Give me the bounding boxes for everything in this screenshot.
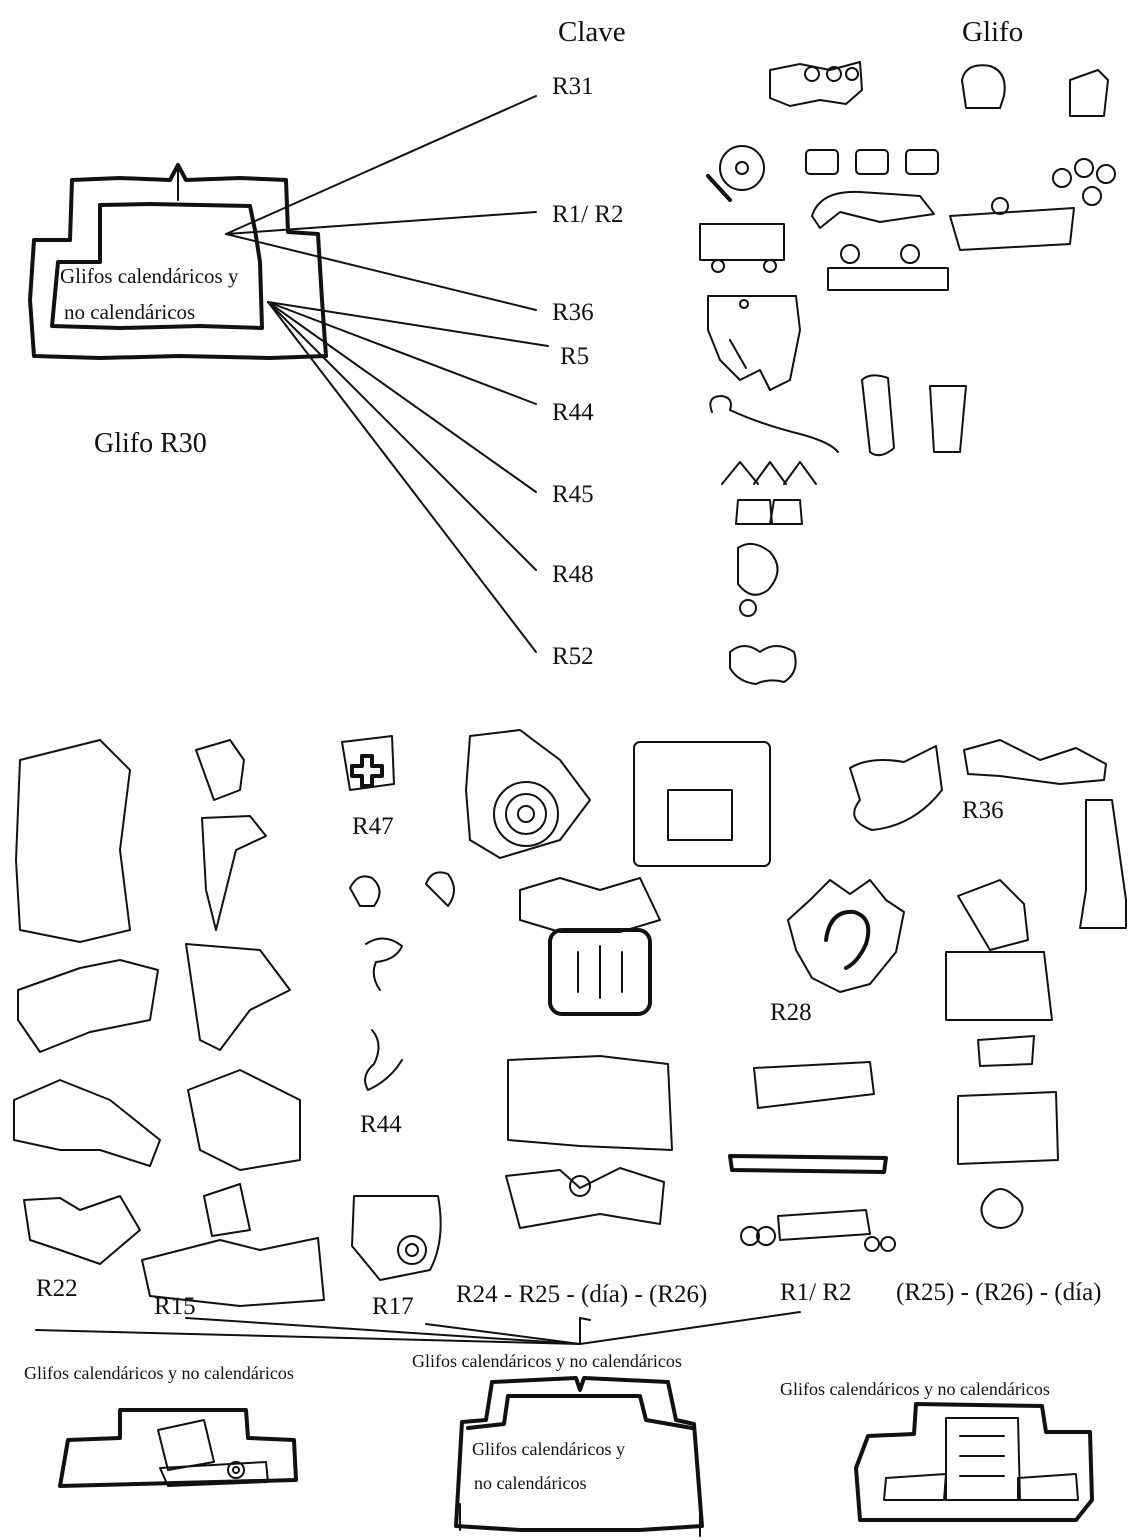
connector-lines-top — [225, 95, 549, 653]
glyph-lower-column-1 — [13, 739, 161, 1265]
glyph-lower-column-3 — [341, 735, 455, 1281]
bottom-center-inner-line1: Glifos calendáricos y — [472, 1439, 625, 1459]
label-r25-group: (R25) - (R26) - (día) — [896, 1279, 1102, 1306]
label-r24-group: R24 - R25 - (día) - (R26) — [456, 1281, 708, 1308]
glyph-lower-center — [465, 729, 771, 1229]
label-r22: R22 — [36, 1275, 78, 1302]
label-r28: R28 — [770, 999, 812, 1026]
bottom-glyph-right — [854, 1402, 1094, 1522]
key-code-r45: R45 — [552, 481, 594, 508]
glyph-r36-sketches — [699, 223, 949, 291]
glyph-r1r2-sketches — [706, 145, 1116, 251]
glyph-r52-sketch — [729, 645, 797, 685]
glyph-lower-column-2 — [141, 739, 325, 1307]
header-glifo: Glifo — [962, 16, 1024, 48]
label-r15: R15 — [154, 1293, 196, 1320]
glyph-r48-sketch — [737, 542, 779, 617]
bottom-glyph-left — [58, 1408, 298, 1488]
key-code-r44: R44 — [552, 399, 594, 426]
r30-inner-text-line1: Glifos calendáricos y — [60, 264, 239, 288]
glyph-r5-sketch — [707, 295, 801, 391]
key-code-r5: R5 — [560, 343, 590, 370]
r30-inner-text-line2: no calendáricos — [64, 300, 196, 324]
label-r44-lower: R44 — [360, 1111, 402, 1138]
key-code-r36: R36 — [552, 299, 594, 326]
key-code-r31: R31 — [552, 73, 594, 100]
bottom-center-caption: Glifos calendáricos y no calendáricos — [412, 1351, 682, 1371]
key-code-r52: R52 — [552, 643, 594, 670]
label-r36-lower: R36 — [962, 797, 1004, 824]
key-code-r1-r2: R1/ R2 — [552, 201, 624, 228]
glyph-r44-sketches — [709, 374, 967, 457]
bottom-glyph-center — [454, 1376, 704, 1537]
bottom-bracket-lines — [35, 1311, 801, 1345]
glyph-lower-r28 — [728, 879, 905, 1252]
bottom-left-caption: Glifos calendáricos y no calendáricos — [24, 1363, 294, 1383]
label-r1-r2-lower: R1/ R2 — [780, 1279, 852, 1306]
r30-caption: Glifo R30 — [94, 428, 207, 459]
bottom-right-caption: Glifos calendáricos y no calendáricos — [780, 1379, 1050, 1399]
bottom-center-inner-line2: no calendáricos — [474, 1473, 587, 1493]
glyph-r30-outline — [28, 163, 328, 360]
key-code-r48: R48 — [552, 561, 594, 588]
label-r17: R17 — [372, 1293, 414, 1320]
glyph-r45-sketch — [721, 461, 817, 525]
header-clave: Clave — [558, 16, 626, 48]
glyph-r31-sketches — [769, 61, 1109, 117]
glyph-lower-right — [849, 739, 1127, 1229]
label-r47: R47 — [352, 813, 394, 840]
